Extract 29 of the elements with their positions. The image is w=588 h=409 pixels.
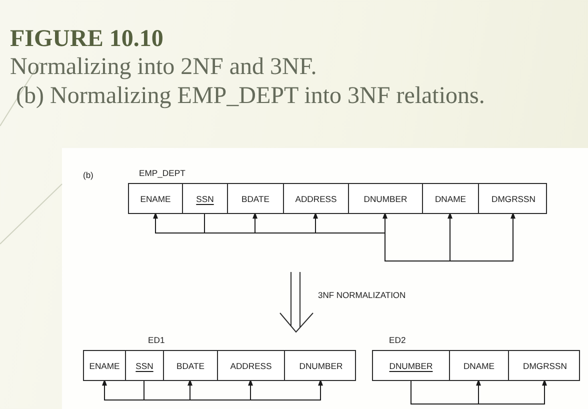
figure-caption: Normalizing into 2NF and 3NF. (10, 55, 317, 79)
process-label: 3NF NORMALIZATION (318, 291, 406, 300)
attribute-cell: DNAME (449, 351, 508, 380)
attribute-cell: DNUMBER (348, 184, 422, 213)
attribute-cell: SSN (125, 351, 163, 380)
attribute-cell: ADDRESS (217, 351, 284, 380)
dependency-arrow (144, 378, 323, 400)
relation-name: ED1 (148, 336, 165, 345)
dependency-arrow (102, 378, 144, 400)
attribute-cell: DNUMBER (284, 351, 357, 380)
figure-subcaption: (b) Normalizing EMP_DEPT into 3NF relations. (16, 84, 485, 108)
dependency-arrow (153, 212, 205, 234)
dependency-arrow (204, 212, 388, 234)
part-label: (b) (83, 171, 94, 180)
dependency-arrow (410, 378, 547, 404)
attribute-cell: DMGRSSN (508, 351, 581, 380)
attribute-cell: BDATE (227, 184, 283, 213)
attribute-cell: BDATE (163, 351, 217, 380)
attribute-cell: ADDRESS (283, 184, 348, 213)
attribute-cell: DNAME (422, 184, 478, 213)
attribute-cell: ENAME (129, 184, 182, 213)
attribute-cell: DNUMBER (373, 351, 449, 380)
attribute-cell: ENAME (84, 351, 125, 380)
relation-name: ED2 (389, 336, 406, 345)
dependency-arrow (384, 212, 516, 262)
attribute-cell: DMGRSSN (478, 184, 548, 213)
attribute-cell: SSN (182, 184, 227, 213)
figure-title: FIGURE 10.10 (10, 27, 164, 51)
relation-name: EMP_DEPT (139, 169, 186, 178)
